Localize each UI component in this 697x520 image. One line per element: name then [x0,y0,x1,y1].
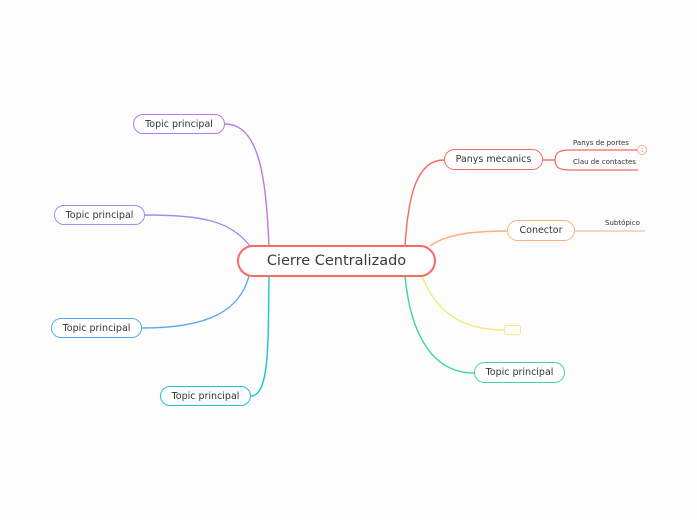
topic-panys-mecanics[interactable]: Panys mecanics [444,149,543,170]
topic-conector[interactable]: Conector [507,220,575,241]
subtopic-panys-de-portes[interactable]: Panys de portes [573,139,629,147]
empty-topic[interactable] [504,325,521,335]
left-topic-4[interactable]: Topic principal [160,386,251,406]
subtopic-subtopico[interactable]: Subtópico [605,219,640,227]
subtopic-clau-de-contactes[interactable]: Clau de contactes [573,158,636,166]
count-badge[interactable]: 1 [637,145,647,155]
left-topic-3[interactable]: Topic principal [51,318,142,338]
left-topic-1[interactable]: Topic principal [133,114,225,134]
left-topic-2[interactable]: Topic principal [54,205,145,225]
topic-principal-green[interactable]: Topic principal [474,362,565,383]
central-topic[interactable]: Cierre Centralizado [237,245,436,277]
